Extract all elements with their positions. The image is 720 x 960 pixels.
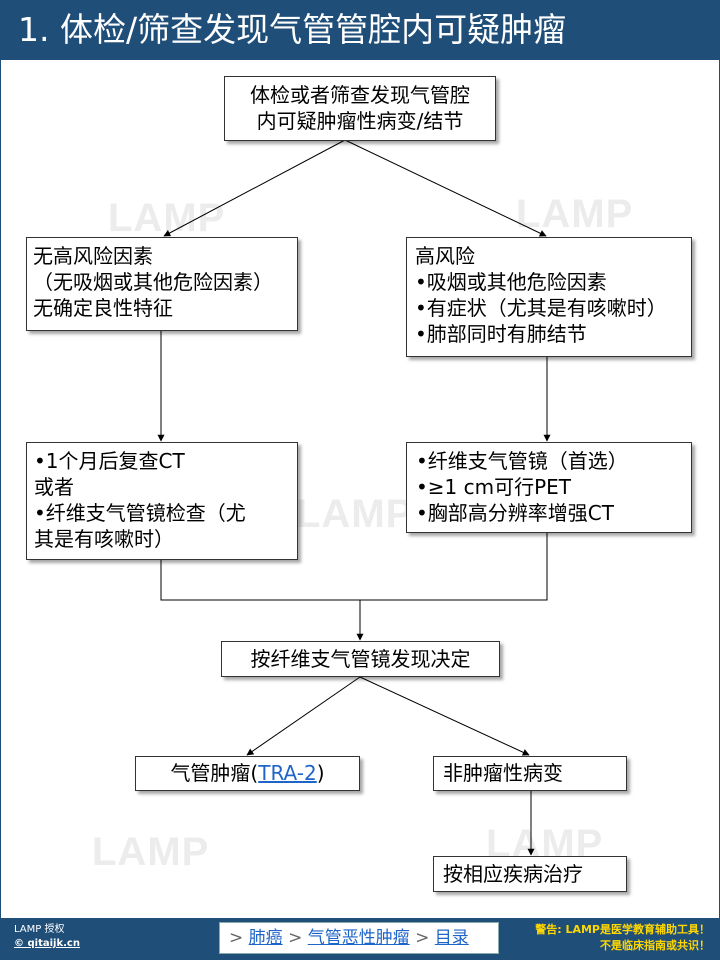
breadcrumb-link-contents[interactable]: 目录 [434, 928, 469, 948]
decision-box: 按纤维支气管镜发现决定 [221, 641, 500, 677]
box-line: 内可疑肿瘤性病变/结节 [256, 109, 464, 133]
treat-box: 按相应疾病治疗 [433, 856, 627, 892]
breadcrumb-separator: > [288, 928, 303, 948]
credit-line: LAMP 授权 [14, 924, 65, 935]
footer-bar: LAMP 授权 © qitaijk.cn > 肺癌 > 气管恶性肿瘤 > 目录 … [0, 918, 720, 960]
box-line: 非肿瘤性病变 [443, 761, 563, 785]
watermark: LAMP [516, 192, 634, 236]
breadcrumb: > 肺癌 > 气管恶性肿瘤 > 目录 [219, 922, 499, 954]
box-line: •胸部高分辨率增强CT [416, 501, 614, 525]
arrow-decision-to-tumor [246, 676, 361, 756]
non-tumor-box: 非肿瘤性病变 [433, 756, 627, 791]
box-line: （无吸烟或其他危险因素） [33, 270, 273, 294]
box-line: 体检或者筛查发现气管腔 [250, 83, 470, 107]
tumor-box: 气管肿瘤(TRA-2) [135, 756, 360, 791]
box-line: 无确定良性特征 [33, 296, 173, 320]
warning-line: 不是临床指南或共识！ [600, 939, 710, 952]
breadcrumb-separator: > [415, 928, 430, 948]
high-action-box: •纤维支气管镜（首选） •≥1 cm可行PET •胸部高分辨率增强CT [406, 442, 692, 533]
low-risk-box: 无高风险因素 （无吸烟或其他危险因素） 无确定良性特征 [26, 237, 298, 331]
box-line: ) [316, 761, 325, 785]
box-line: 无高风险因素 [33, 244, 153, 268]
warning-line: 警告: LAMP是医学教育辅助工具！ [535, 923, 710, 936]
arrow-start-to-high [344, 139, 547, 237]
breadcrumb-link-tracheal-tumor[interactable]: 气管恶性肿瘤 [307, 928, 410, 948]
box-line: 其是有咳嗽时） [34, 527, 174, 551]
box-line: 气管肿瘤( [170, 761, 259, 785]
watermark: LAMP [296, 492, 414, 536]
box-line: •纤维支气管镜检查（尤 [34, 501, 246, 525]
tra2-link[interactable]: TRA-2 [258, 761, 317, 785]
flow-start-box: 体检或者筛查发现气管腔 内可疑肿瘤性病变/结节 [224, 76, 496, 141]
merge-connector [160, 533, 548, 601]
box-line: •肺部同时有肺结节 [415, 322, 587, 346]
box-line: •纤维支气管镜（首选） [416, 449, 628, 473]
box-line: •吸烟或其他危险因素 [415, 270, 607, 294]
high-risk-box: 高风险 •吸烟或其他危险因素 •有症状（尤其是有咳嗽时） •肺部同时有肺结节 [406, 237, 692, 357]
site-link[interactable]: © qitaijk.cn [14, 938, 80, 949]
arrow-decision-to-nontumor [359, 676, 530, 756]
box-line: 或者 [34, 475, 74, 499]
arrow-start-to-low [163, 139, 346, 237]
page-title: 1. 体检/筛查发现气管管腔内可疑肿瘤 [18, 10, 567, 49]
credit-text: LAMP 授权 © qitaijk.cn [14, 923, 80, 951]
box-line: 高风险 [415, 244, 475, 268]
header-bar: 1. 体检/筛查发现气管管腔内可疑肿瘤 [0, 0, 720, 60]
breadcrumb-link-lung-cancer[interactable]: 肺癌 [248, 928, 283, 948]
low-action-box: •1个月后复查CT 或者 •纤维支气管镜检查（尤 其是有咳嗽时） [26, 442, 298, 560]
box-line: •≥1 cm可行PET [416, 475, 572, 499]
breadcrumb-separator: > [229, 928, 244, 948]
box-line: 按纤维支气管镜发现决定 [250, 647, 471, 671]
box-line: •有症状（尤其是有咳嗽时） [415, 296, 667, 320]
watermark: LAMP [92, 830, 210, 874]
warning-text: 警告: LAMP是医学教育辅助工具！ 不是临床指南或共识！ [510, 922, 710, 954]
box-line: •1个月后复查CT [34, 449, 185, 473]
box-line: 按相应疾病治疗 [443, 862, 583, 886]
